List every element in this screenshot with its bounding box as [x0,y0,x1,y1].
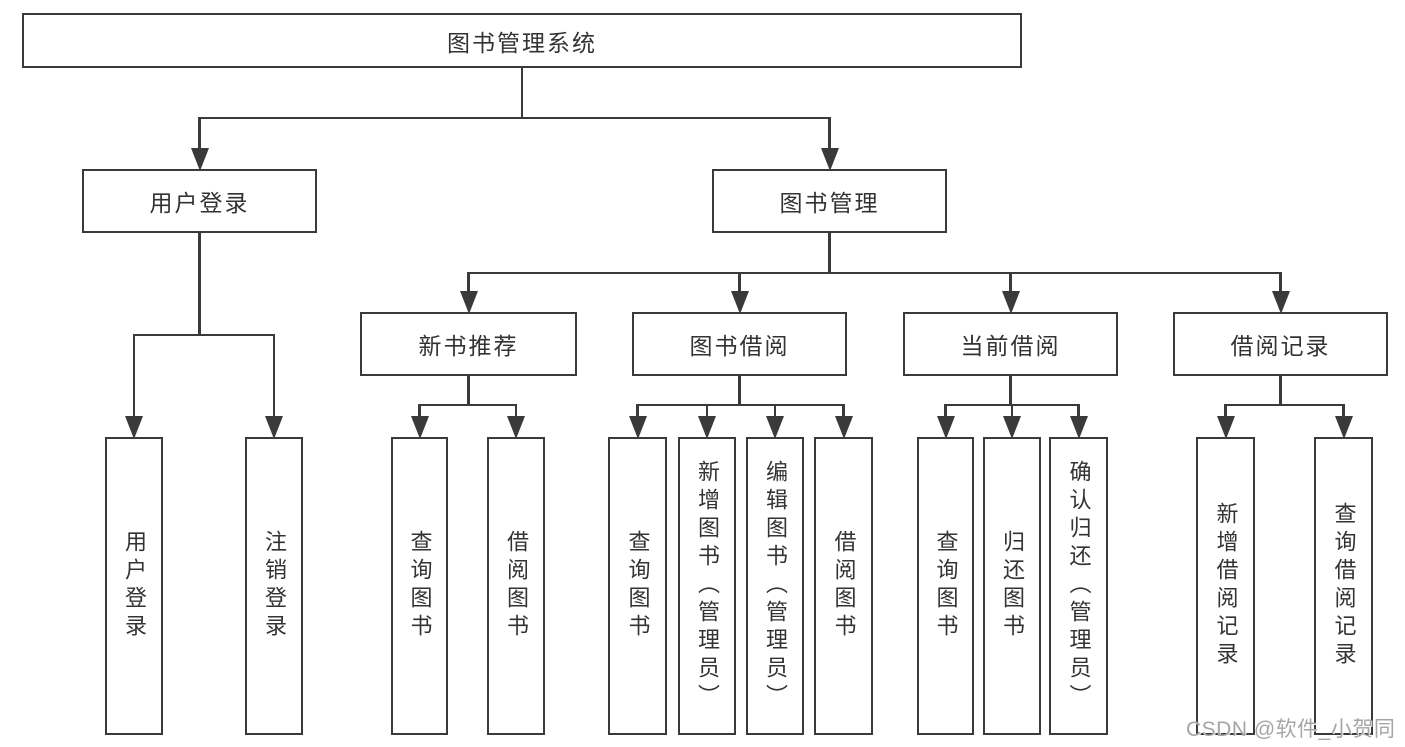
connector-stem [738,376,741,405]
connector-stem [1009,376,1012,405]
node-cb-return: 归还图书 [983,437,1041,735]
node-br-add: 新增借阅记录 [1196,437,1255,735]
connector-stem [828,233,831,273]
node-current-borrow: 当前借阅 [903,312,1118,376]
arrowhead-down-icon [410,416,429,439]
node-cb-query: 查询图书 [917,437,974,735]
node-bb-query: 查询图书 [608,437,667,735]
connector-rail [132,333,276,337]
arrowhead-down-icon [1003,416,1021,439]
node-new-book-rec: 新书推荐 [360,312,577,376]
watermark: CSDN @软件_小贺同学 [1186,718,1396,741]
node-user-login: 用户登录 [82,169,317,233]
node-book-mgmt: 图书管理 [712,169,947,233]
arrowhead-down-icon [190,148,209,171]
arrowhead-down-icon [1069,416,1088,439]
node-bb-add: 新增图书（管理员） [678,437,736,735]
arrowhead-down-icon [1334,416,1353,439]
connector-rail [418,403,518,407]
node-cb-confirm: 确认归还（管理员） [1049,437,1108,735]
node-nb-borrow: 借阅图书 [487,437,545,735]
arrowhead-down-icon [698,416,716,439]
arrowhead-down-icon [459,291,478,314]
connector-branch [272,335,276,431]
node-bb-borrow: 借阅图书 [814,437,873,735]
node-bb-edit: 编辑图书（管理员） [746,437,804,735]
arrowhead-down-icon [820,148,839,171]
node-book-borrow: 图书借阅 [632,312,847,376]
connector-stem [520,68,524,118]
node-logout-v: 注销登录 [245,437,303,735]
connector-branch [467,273,470,306]
connector-rail [636,403,845,407]
node-nb-query: 查询图书 [391,437,448,735]
connector-stem [1279,376,1282,405]
connector-branch [1279,273,1282,306]
arrowhead-down-icon [766,416,784,439]
connector-branch [828,118,831,163]
arrowhead-down-icon [125,416,143,439]
connector-branch [1009,273,1012,306]
connector-rail [467,271,1282,275]
connector-stem [198,233,201,335]
connector-stem [467,376,470,405]
arrowhead-down-icon [628,416,647,439]
connector-branch [738,273,741,306]
arrowhead-down-icon [1216,416,1235,439]
connector-rail [198,116,831,120]
connector-rail [1224,403,1345,407]
node-br-query: 查询借阅记录 [1314,437,1373,735]
arrowhead-down-icon [730,291,749,314]
node-borrow-records: 借阅记录 [1173,312,1388,376]
arrowhead-down-icon [265,416,283,439]
arrowhead-down-icon [507,416,525,439]
connector-branch [132,335,136,431]
node-root: 图书管理系统 [22,13,1022,68]
arrowhead-down-icon [1001,291,1020,314]
connector-branch [198,118,201,163]
arrowhead-down-icon [834,416,853,439]
node-login-v: 用户登录 [105,437,163,735]
arrowhead-down-icon [936,416,955,439]
arrowhead-down-icon [1271,291,1290,314]
